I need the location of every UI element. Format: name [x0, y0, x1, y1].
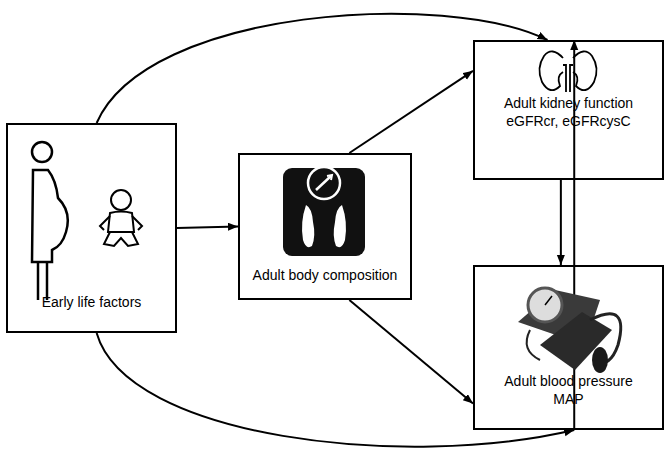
node-label: Adult kidney function eGFRcr, eGFRcysC [489, 94, 649, 130]
scale-icon [283, 167, 365, 256]
arrow-connector [560, 180, 562, 265]
node-box: Early life factors [6, 123, 177, 333]
kidney-icon [539, 51, 596, 92]
node-label: Adult body composition [245, 266, 405, 284]
pregnant-woman-icon [32, 142, 68, 300]
baby-icon [100, 190, 142, 246]
node-label: Adult blood pressure MAP [489, 372, 649, 408]
node-label: Early life factors [12, 293, 172, 311]
arrow-connector [349, 300, 473, 404]
node-box: Adult blood pressure MAP [473, 265, 664, 430]
arrow-connector [349, 71, 473, 153]
arrow-connector [97, 14, 548, 123]
node-box: Adult body composition [238, 153, 412, 300]
blood-pressure-cuff-image [518, 288, 621, 373]
node-box: Adult kidney function eGFRcr, eGFRcysC [473, 40, 664, 180]
arrow-connector [177, 227, 238, 229]
